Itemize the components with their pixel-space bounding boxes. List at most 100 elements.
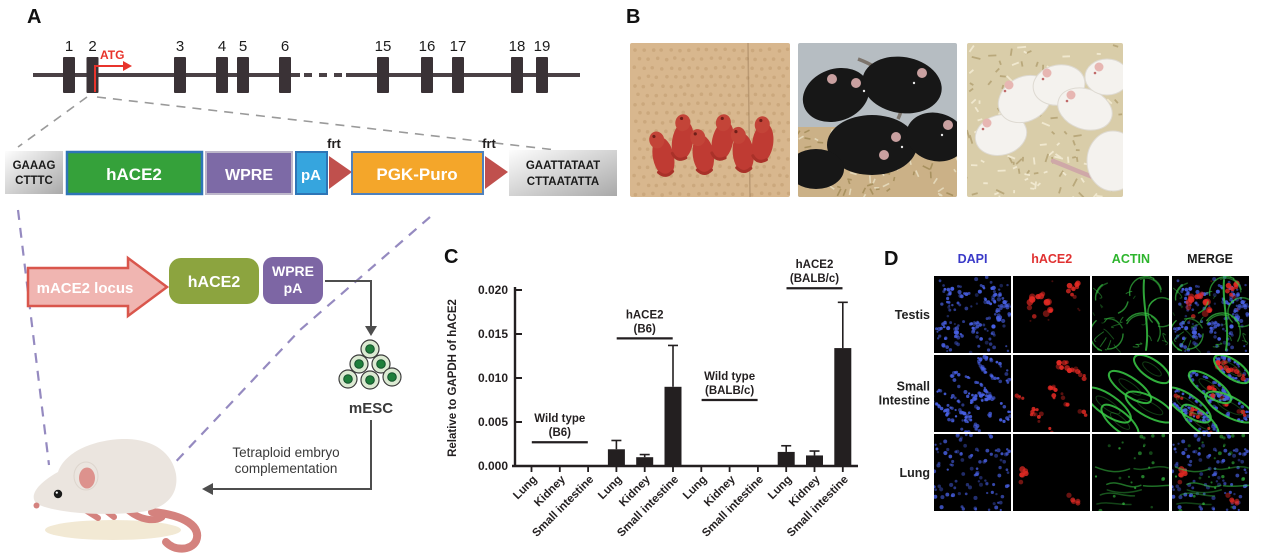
- panel-d-label: D: [884, 248, 899, 270]
- micrograph-small-intestine-merge: [1171, 355, 1249, 433]
- frt-site-icon: [329, 156, 352, 189]
- pa-label: pA: [301, 167, 321, 184]
- exon-number: 17: [450, 38, 467, 55]
- bar: [777, 451, 795, 466]
- y-tick-label: 0.020: [478, 283, 508, 297]
- right-homology-seq-line2: CTTAATATTA: [527, 176, 599, 188]
- exon-box: [511, 57, 523, 93]
- micrograph-small-intestine-actin: [1092, 355, 1170, 433]
- left-homology-seq-line2: CTTTC: [15, 175, 53, 187]
- mouse-ear: [917, 68, 927, 78]
- newborn-pup: [649, 131, 675, 177]
- bar: [664, 386, 682, 466]
- row-label-lung: Lung: [899, 465, 930, 480]
- column-header-hace2: hACE2: [1031, 252, 1073, 266]
- column-header-merge: MERGE: [1187, 252, 1234, 266]
- photo-newborn-red-pups: [630, 43, 790, 197]
- group-label-line2: (BALB/c): [790, 273, 839, 285]
- micrograph-testis-actin: [1092, 276, 1170, 353]
- atg-arrowhead-icon: [123, 61, 132, 71]
- mouse-ear: [851, 78, 861, 88]
- exon-box: [421, 57, 433, 93]
- cell-nucleus: [343, 374, 353, 384]
- group-label-line2: (B6): [549, 427, 572, 439]
- frt-label: frt: [482, 136, 496, 151]
- white-mouse-shapes: [974, 58, 1123, 192]
- exon-box: [536, 57, 548, 93]
- exon-number: 19: [534, 38, 551, 55]
- construct-to-mouse-dash-right: [167, 216, 431, 471]
- micrograph-testis-dapi: [934, 276, 1011, 353]
- exon-number: 4: [218, 38, 226, 55]
- hace2-cassette-label: hACE2: [106, 165, 162, 184]
- group-label-line1: Wild type: [704, 371, 755, 383]
- mouse-shadow: [45, 520, 181, 540]
- micrograph-lung-hace2: [1013, 434, 1091, 512]
- right-homology-seq-line1: GAATTATAAT: [526, 160, 600, 172]
- group-label-line2: (BALB/c): [705, 385, 754, 397]
- panel-c-label: C: [444, 246, 459, 268]
- arrowhead-left-icon: [202, 483, 213, 495]
- wpre-pa-label-line2: pA: [284, 280, 303, 296]
- exon-number: 2: [88, 38, 96, 55]
- exon-number: 3: [176, 38, 184, 55]
- flow-arrow-to-mesc: [325, 280, 372, 326]
- exon-number: 15: [375, 38, 392, 55]
- right-homology-box: [509, 150, 617, 196]
- photo-black-b6-mice: [798, 43, 957, 197]
- wpre-label: WPRE: [225, 167, 273, 184]
- mace2-locus-arrow: [26, 255, 170, 319]
- y-tick-label: 0.000: [478, 459, 508, 473]
- mesc-label: mESC: [349, 400, 393, 417]
- hace2-knockin-box: [169, 258, 259, 304]
- hace2-cassette-box: [65, 150, 204, 196]
- exon-number: 5: [239, 38, 247, 55]
- mouse-ear: [1094, 62, 1104, 72]
- pa-box: [295, 151, 328, 195]
- micrograph-testis-merge: [1171, 276, 1249, 353]
- row-label-testis: Testis: [894, 307, 930, 322]
- mouse-eye: [53, 489, 63, 499]
- row-label-small-intestine: Small Intestine: [878, 379, 930, 408]
- pgk-puro-label: PGK-Puro: [376, 165, 457, 184]
- mouse-ear: [1042, 68, 1052, 78]
- mouse-ear: [827, 74, 837, 84]
- frt-label: frt: [327, 136, 341, 151]
- tetraploid-label-line2: complementation: [235, 461, 338, 476]
- mouse-ear: [1004, 80, 1014, 90]
- y-tick-label: 0.005: [478, 415, 508, 429]
- hace2-knockin-label: hACE2: [188, 274, 241, 291]
- column-header-actin: ACTIN: [1111, 252, 1150, 266]
- photo-white-balbc-mice: [967, 43, 1123, 197]
- column-header-dapi: DAPI: [957, 252, 988, 266]
- group-label-line2: (B6): [634, 323, 657, 335]
- newborn-pup: [751, 116, 774, 163]
- black-mouse: [827, 115, 917, 175]
- group-label-line1: hACE2: [626, 309, 664, 321]
- panel-a-label: A: [27, 6, 42, 28]
- construct-to-mouse-dash-left: [16, 209, 51, 466]
- micrograph-small-intestine-dapi: [934, 355, 1011, 433]
- mouse-illustration: [33, 438, 202, 553]
- bar: [636, 457, 654, 466]
- tetraploid-label-line1: Tetraploid embryo: [232, 445, 339, 460]
- newborn-pup: [690, 129, 715, 175]
- wpre-pa-label-line1: WPRE: [272, 263, 314, 279]
- micrograph-small-intestine-hace2: [1013, 355, 1091, 433]
- cell-nucleus: [365, 344, 375, 354]
- pgk-puro-box: [351, 151, 484, 195]
- exon-box: [174, 57, 186, 93]
- knockin-construct: GAAAG CTTTC hACE2 WPRE pA frt PGK-Puro f…: [5, 136, 617, 196]
- exon-number: 18: [509, 38, 526, 55]
- mouse-body: [33, 438, 177, 514]
- exon-box: [377, 57, 389, 93]
- zoom-connector-right: [96, 96, 557, 151]
- arrowhead-down-icon: [365, 326, 377, 336]
- cell-nucleus: [376, 359, 386, 369]
- micrograph-lung-dapi: [934, 434, 1011, 512]
- exon-number: 16: [419, 38, 436, 55]
- group-label-line1: Wild type: [534, 413, 585, 425]
- zoom-connector-left: [17, 96, 88, 148]
